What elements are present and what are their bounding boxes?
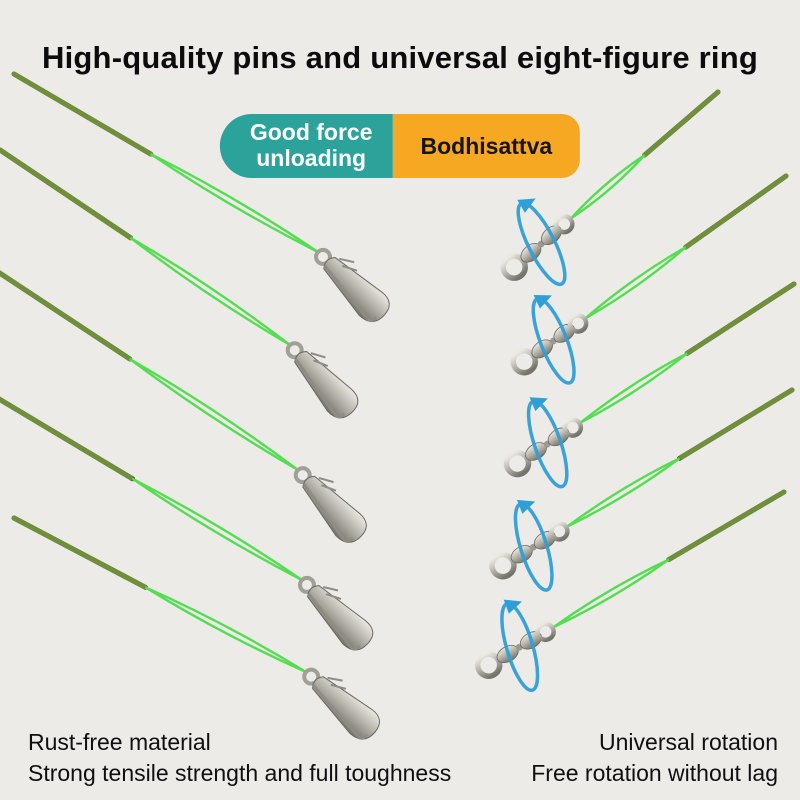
feature-left-line2: Strong tensile strength and full toughne… (28, 759, 452, 786)
barrel-swivel (485, 277, 612, 407)
page-title: High-quality pins and universal eight-fi… (42, 40, 758, 75)
feature-right-line1: Universal rotation (599, 729, 778, 756)
barrel-swivel (453, 583, 576, 711)
badge-force-line1: Good force (249, 119, 373, 146)
snap-clip (275, 330, 367, 426)
barrel-swivel (480, 380, 605, 509)
badge-force-line2: unloading (256, 145, 367, 171)
barrel-swivel (467, 483, 591, 612)
barrel-swivel (472, 180, 601, 310)
badge-force-unloading: Good force unloading (219, 114, 393, 178)
badge-brand-label: Bodhisattva (420, 132, 553, 159)
feature-text-right: Universal rotation Free rotation without… (531, 727, 778, 788)
badge-bodhisattva: Bodhisattva (392, 114, 581, 178)
feature-text-left: Rust-free material Strong tensile streng… (28, 727, 451, 788)
snap-clip (304, 237, 399, 330)
snap-clip (286, 458, 373, 549)
feature-right-line2: Free rotation without lag (531, 759, 778, 786)
snap-clip (288, 565, 382, 659)
feature-left-line1: Rust-free material (28, 729, 211, 756)
feature-badges: Good force unloading Bodhisattva (219, 114, 581, 178)
